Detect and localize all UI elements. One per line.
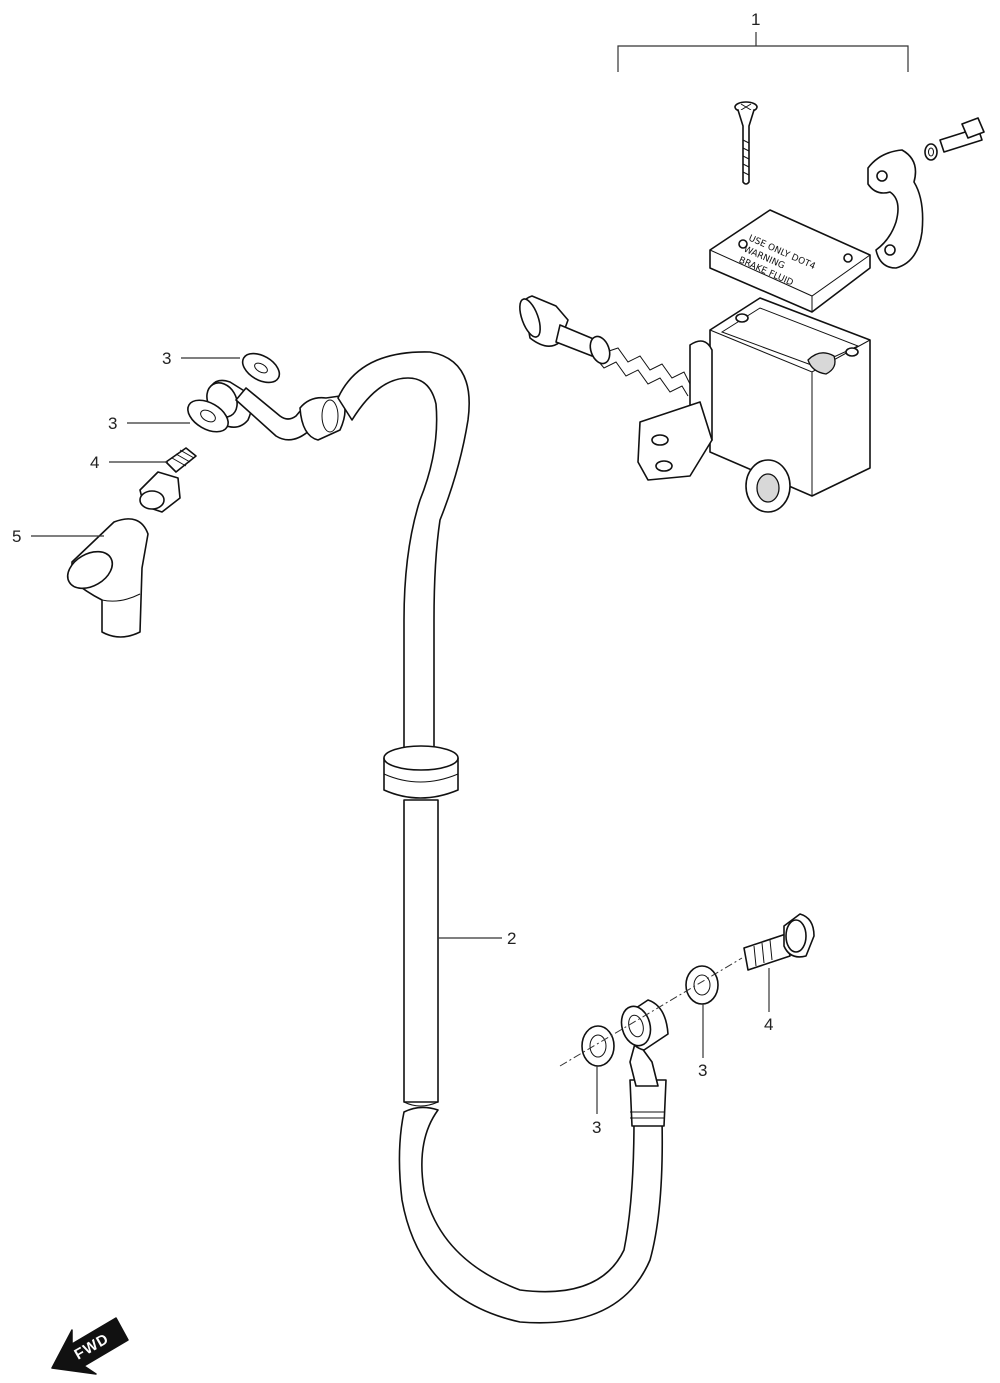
callout-4-lower: 4 [764, 968, 773, 1034]
callout-3-lower-left: 3 [592, 1066, 601, 1137]
callout-label-5: 5 [12, 527, 21, 546]
master-cylinder-body [637, 297, 871, 513]
callout-label-3a: 3 [162, 349, 171, 368]
callout-3-lower-right: 3 [698, 1004, 707, 1080]
boot-cap [66, 518, 149, 638]
brake-hose [299, 351, 667, 1324]
fwd-arrow-icon: FWD [51, 1317, 129, 1375]
lower-banjo-group [559, 913, 815, 1087]
banjo-bolt-upper [139, 447, 197, 513]
washer-lower-1 [581, 1025, 615, 1067]
cap-screw [734, 101, 758, 185]
assembly-centerline [559, 957, 743, 1067]
reservoir-cap: USE ONLY DOT4 WARNING BRAKE FLUID [709, 209, 871, 313]
clamp-bolt [924, 117, 985, 161]
callout-label-3c: 3 [698, 1061, 707, 1080]
piston-spring [519, 295, 691, 397]
washer-lower-2 [685, 965, 719, 1005]
callout-3-upper-2: 3 [108, 414, 190, 433]
hose-lower-section [398, 1106, 664, 1324]
callout-3-upper-1: 3 [162, 349, 240, 368]
callout-label-3b: 3 [108, 414, 117, 433]
callout-label-3d: 3 [592, 1118, 601, 1137]
washer-upper-1 [241, 352, 281, 384]
hose-grommet [383, 745, 459, 799]
hose-middle-section [403, 799, 439, 1103]
callout-label-1: 1 [751, 10, 760, 29]
washer-upper-2 [187, 399, 229, 433]
callout-label-2: 2 [507, 929, 516, 948]
master-cylinder-assembly: USE ONLY DOT4 WARNING BRAKE FLUID [519, 101, 985, 513]
handlebar-clamp [867, 149, 924, 269]
hose-upper-section [337, 351, 470, 753]
upper-banjo-group [66, 352, 319, 638]
metal-pipe-lower [629, 1039, 659, 1087]
callout-4-upper: 4 [90, 453, 168, 472]
callout-1-group: 1 [617, 10, 909, 72]
callout-5: 5 [12, 527, 104, 546]
banjo-bolt-lower [743, 913, 815, 971]
callout-2: 2 [438, 929, 516, 948]
callout-label-4a: 4 [90, 453, 99, 472]
callout-label-4b: 4 [764, 1015, 773, 1034]
callout-1-bracket [617, 32, 909, 72]
